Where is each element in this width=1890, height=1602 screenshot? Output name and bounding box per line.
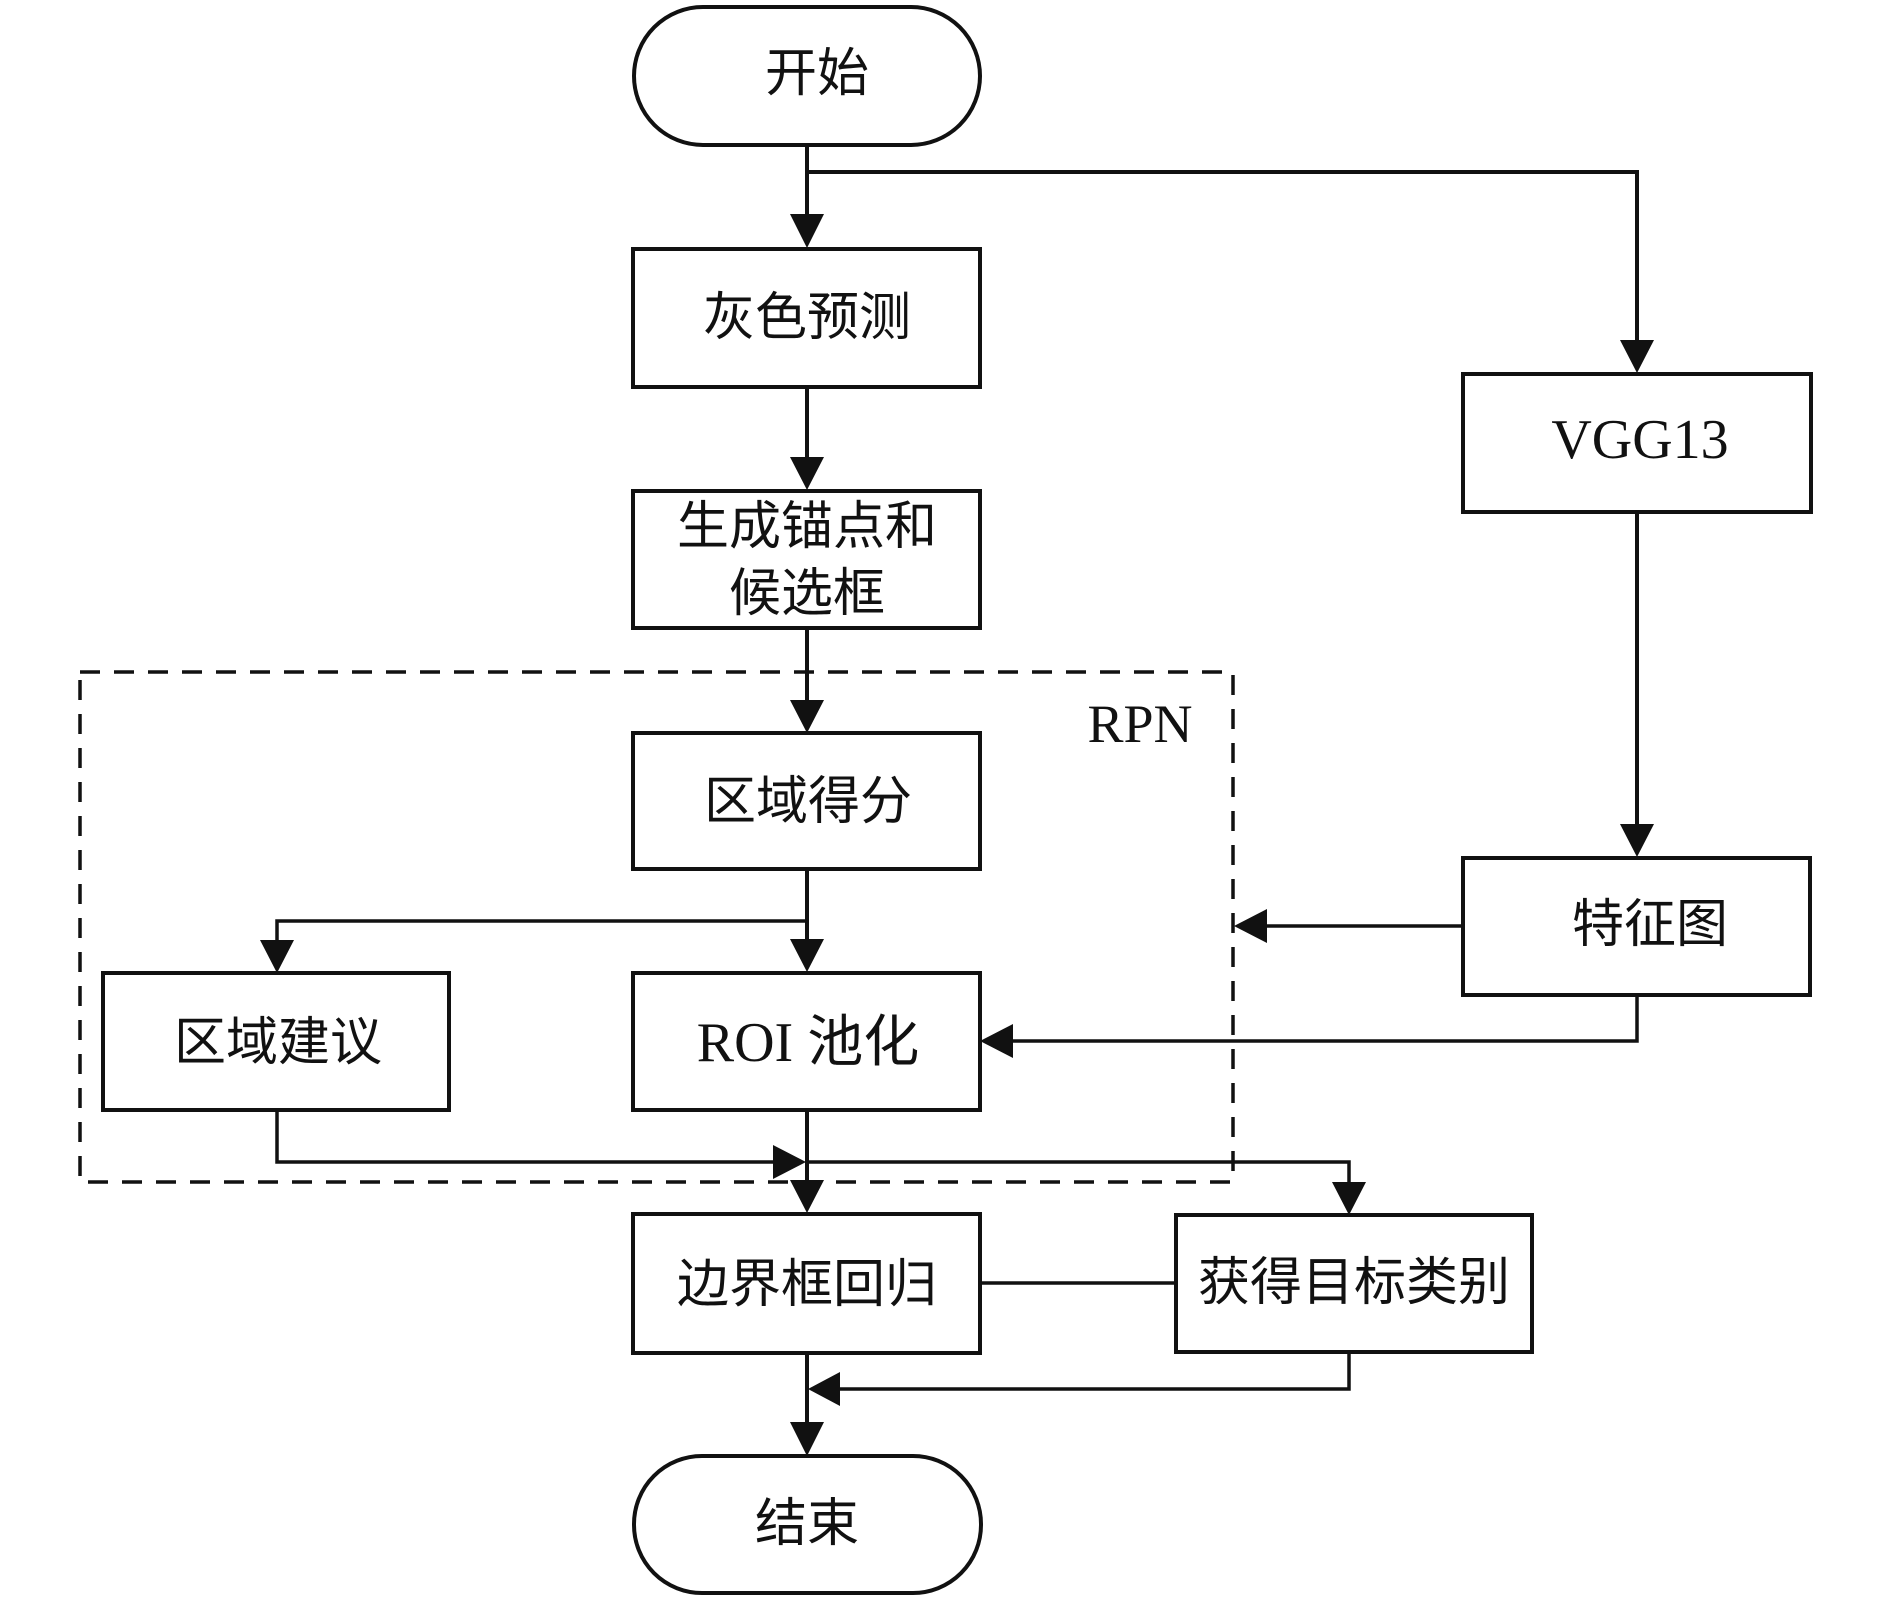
node-start: 开始 [632, 5, 982, 147]
edge-merge-to-target-class [807, 1160, 1351, 1190]
node-anchors-label-line2: 候选框 [729, 564, 885, 624]
node-anchors-label-line1: 生成锚点和 [677, 497, 937, 557]
arrowhead-gray-prediction [790, 214, 824, 248]
node-region-proposal: 区域建议 [101, 971, 451, 1112]
arrowhead-vgg13 [1620, 340, 1654, 373]
arrowhead-merge [773, 1145, 806, 1179]
arrowhead-region-proposal [260, 940, 294, 973]
arrowhead-roi-pooling-side [980, 1024, 1013, 1058]
node-region-score: 区域得分 [631, 731, 982, 871]
node-vgg13-label: VGG13 [1551, 409, 1728, 471]
edge-start-to-vgg13 [807, 170, 1639, 348]
edge-target-class-to-end [832, 1352, 1351, 1391]
rpn-group-label: RPN [1087, 694, 1192, 754]
node-feature-map-label: 特征图 [1572, 895, 1728, 955]
arrowhead-target-class [1332, 1182, 1366, 1215]
node-vgg13: VGG13 [1461, 372, 1813, 514]
node-region-proposal-label: 区域建议 [174, 1013, 382, 1073]
arrowhead-bbox-regression [790, 1180, 824, 1213]
node-end: 结束 [632, 1454, 983, 1595]
node-anchors: 生成锚点和 候选框 [631, 489, 982, 630]
node-feature-map: 特征图 [1461, 856, 1812, 997]
edge-region-score-to-region-proposal [275, 919, 807, 948]
arrowhead-anchors [790, 457, 824, 490]
edge-region-proposal-to-merge [275, 1110, 780, 1164]
node-gray-prediction-label: 灰色预测 [703, 288, 911, 348]
node-target-class-label: 获得目标类别 [1198, 1253, 1510, 1313]
rpn-group-border [78, 670, 1235, 1184]
node-start-label: 开始 [765, 44, 869, 104]
edge-feature-map-to-roi-pooling [1005, 995, 1639, 1043]
node-gray-prediction: 灰色预测 [631, 247, 982, 389]
node-target-class: 获得目标类别 [1174, 1213, 1534, 1354]
node-bbox-regression: 边界框回归 [631, 1212, 982, 1355]
node-end-label: 结束 [755, 1494, 859, 1554]
arrowhead-feature-map [1620, 824, 1654, 857]
node-roi-pooling: ROI 池化 [631, 971, 982, 1112]
arrowhead-rpn [1234, 909, 1267, 943]
arrowhead-end [790, 1422, 824, 1456]
arrowhead-region-score [790, 700, 824, 733]
node-region-score-label: 区域得分 [704, 772, 912, 832]
node-roi-pooling-label: ROI 池化 [697, 1012, 919, 1074]
arrowhead-end-side [808, 1372, 840, 1406]
arrowhead-roi-pooling-top [790, 939, 824, 972]
node-bbox-regression-label: 边界框回归 [677, 1255, 937, 1315]
